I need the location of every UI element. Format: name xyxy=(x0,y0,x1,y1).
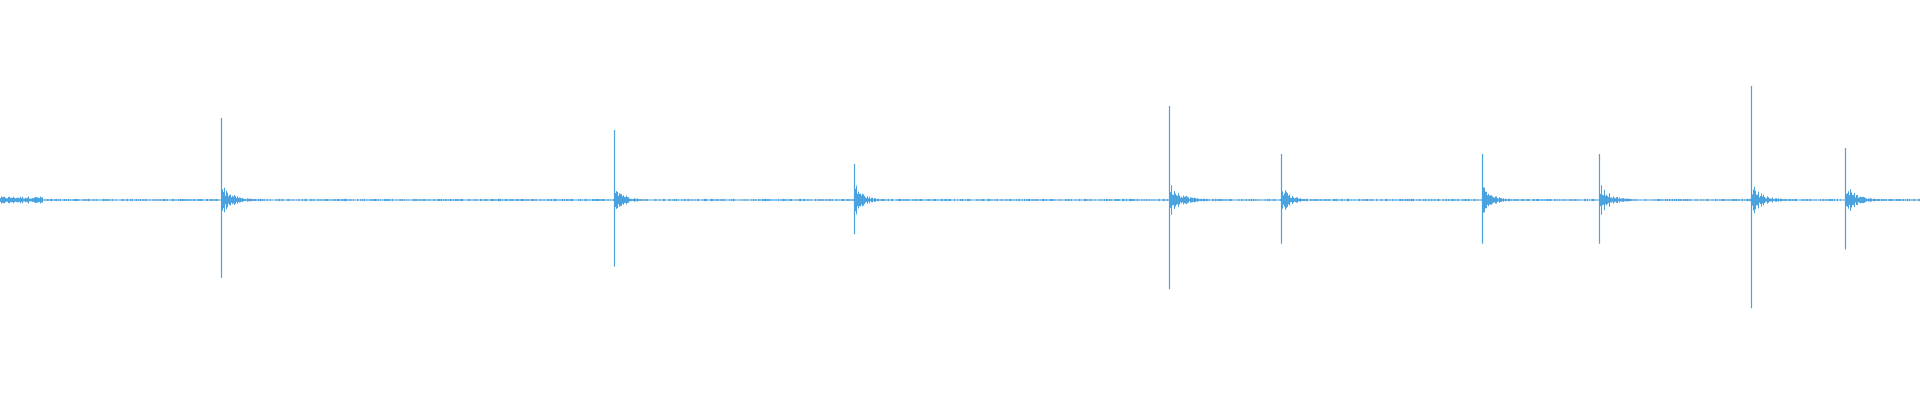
waveform-transients xyxy=(220,86,1847,309)
waveform-body xyxy=(0,185,1920,215)
